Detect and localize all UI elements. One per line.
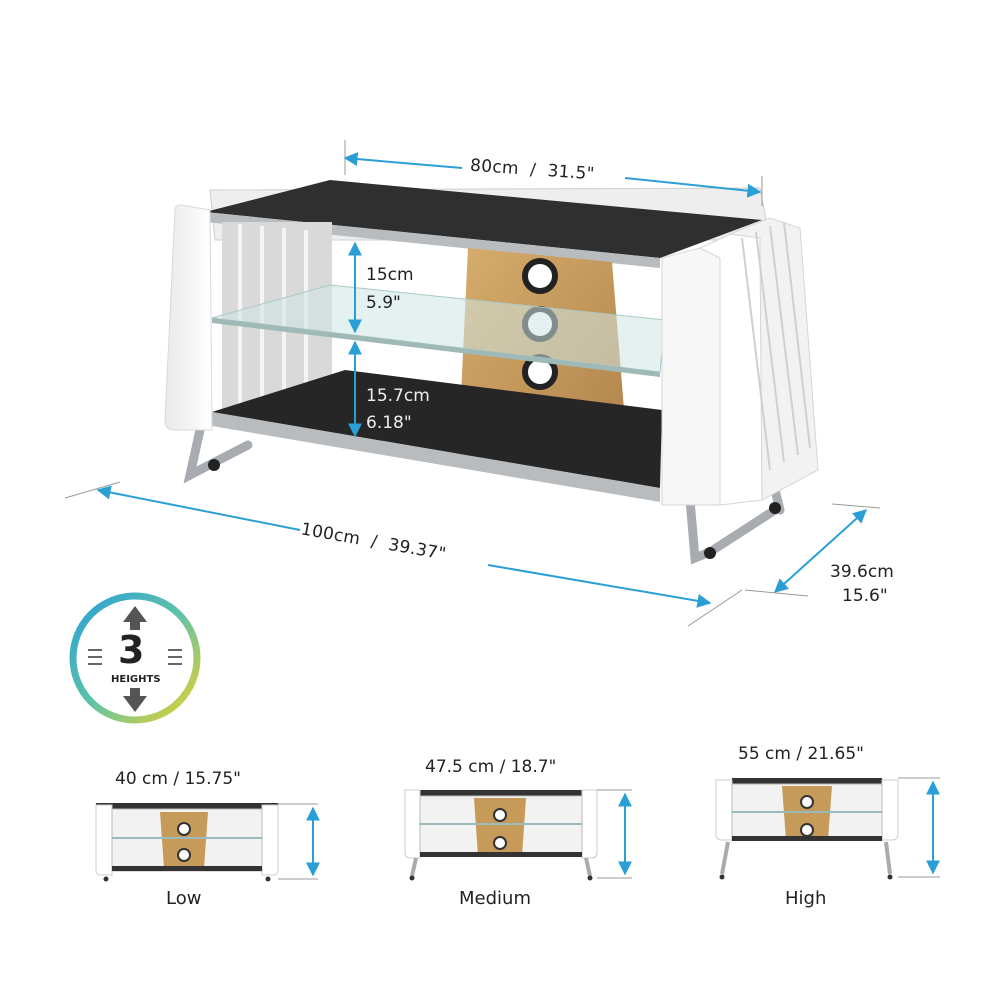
upper-gap-cm-label: 15cm [366, 265, 414, 285]
overall-width-line [96, 485, 301, 531]
variant-low-name: Low [166, 888, 202, 909]
variant-medium-illustration [404, 789, 632, 881]
lower-gap-cm-label: 15.7cm [366, 386, 430, 406]
top-width-line [343, 152, 463, 169]
level-lines-icon [88, 649, 182, 665]
heights-badge-label: HEIGHTS [111, 674, 161, 685]
arrow-up-icon [123, 606, 147, 630]
upper-gap-in-label: 5.9" [366, 293, 401, 313]
left-side-panel [164, 204, 213, 431]
heights-badge-number: 3 [118, 628, 145, 672]
depth-cm-label: 39.6cm [830, 562, 894, 582]
bottom-glass-shelf [212, 370, 662, 488]
variant-high-illustration [715, 777, 940, 880]
variant-medium-name: Medium [459, 888, 531, 909]
variant-low-illustration [95, 803, 320, 882]
variant-low-height: 40 cm / 15.75" [115, 769, 241, 789]
dimension-lines [64, 140, 881, 627]
depth-in-label: 15.6" [842, 586, 888, 606]
lower-gap-in-label: 6.18" [366, 413, 412, 433]
right-side-slats [661, 217, 819, 506]
variant-medium-height: 47.5 cm / 18.7" [425, 757, 557, 777]
arrow-down-icon [123, 688, 147, 712]
variant-high-height: 55 cm / 21.65" [738, 744, 864, 764]
heights-badge [69, 592, 201, 724]
top-glass-shelf [205, 180, 762, 258]
depth-line [773, 509, 868, 593]
variant-high-name: High [785, 888, 827, 909]
